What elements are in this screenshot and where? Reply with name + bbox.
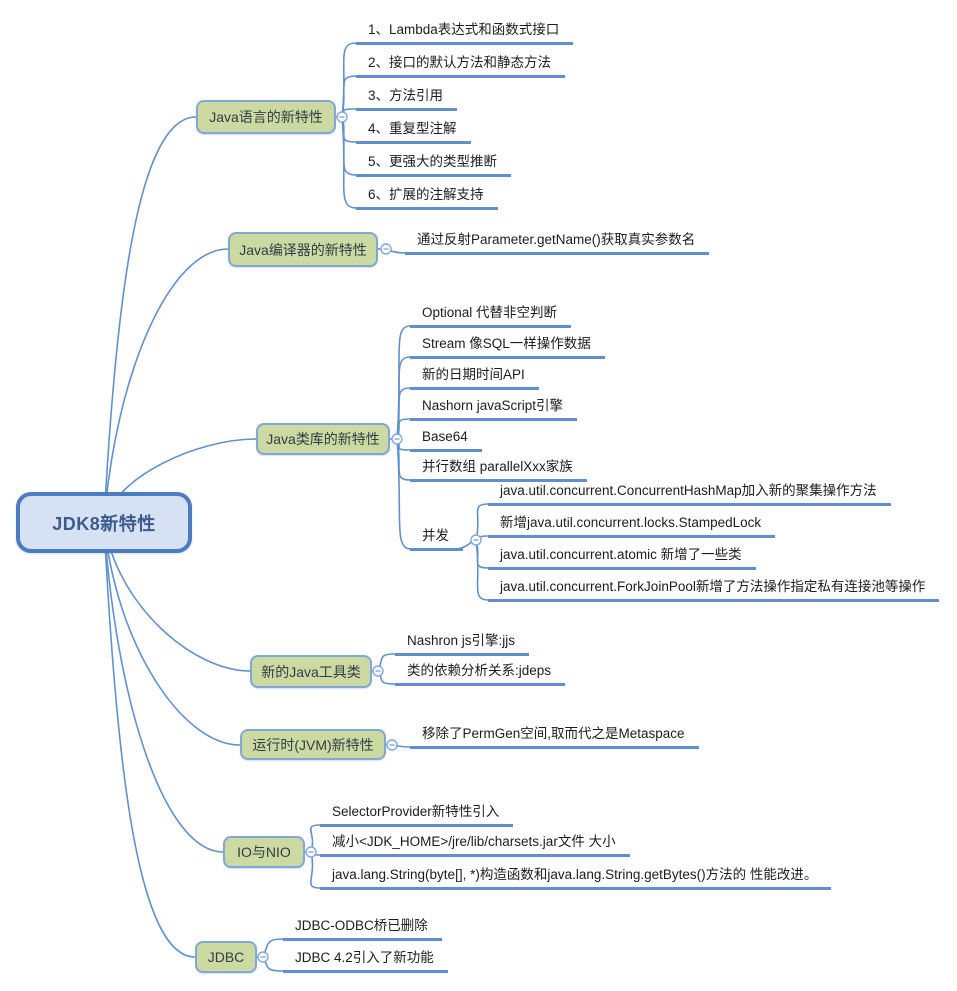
collapse-icon[interactable]	[470, 534, 482, 546]
leaf-topic[interactable]: 6、扩展的注解支持	[356, 186, 498, 210]
leaf-topic[interactable]: Optional 代替非空判断	[410, 304, 572, 328]
leaf-topic[interactable]: java.lang.String(byte[], *)构造函数和java.lan…	[320, 866, 832, 890]
collapse-icon[interactable]	[372, 665, 384, 677]
branch-java-compiler[interactable]: Java编译器的新特性	[228, 232, 378, 267]
collapse-icon[interactable]	[386, 739, 398, 751]
collapse-icon[interactable]	[380, 243, 392, 255]
branch-jvm-runtime[interactable]: 运行时(JVM)新特性	[240, 729, 386, 760]
root-topic[interactable]: JDK8新特性	[16, 492, 192, 553]
leaf-topic[interactable]: Nashron js引擎:jjs	[395, 632, 530, 656]
leaf-topic[interactable]: 减小<JDK_HOME>/jre/lib/charsets.jar文件 大小	[320, 833, 630, 857]
branch-java-tools[interactable]: 新的Java工具类	[250, 655, 372, 688]
leaf-topic[interactable]: Base64	[410, 428, 482, 452]
collapse-icon[interactable]	[305, 846, 317, 858]
collapse-icon[interactable]	[257, 951, 269, 963]
leaf-topic[interactable]: Stream 像SQL一样操作数据	[410, 335, 605, 359]
collapse-icon[interactable]	[391, 433, 403, 445]
leaf-topic[interactable]: 新的日期时间API	[410, 366, 539, 390]
leaf-topic[interactable]: 3、方法引用	[356, 87, 458, 111]
leaf-topic[interactable]: SelectorProvider新特性引入	[320, 803, 514, 827]
leaf-topic[interactable]: 5、更强大的类型推断	[356, 153, 512, 177]
leaf-topic[interactable]: java.util.concurrent.ForkJoinPool新增了方法操作…	[488, 578, 940, 602]
leaf-topic[interactable]: 并行数组 parallelXxx家族	[410, 458, 587, 482]
branch-java-language[interactable]: Java语言的新特性	[196, 100, 336, 134]
leaf-topic[interactable]: Nashorn javaScript引擎	[410, 397, 578, 421]
collapse-icons	[257, 111, 482, 963]
leaf-connectors	[262, 42, 489, 972]
leaf-topic[interactable]: 2、接口的默认方法和静态方法	[356, 54, 566, 78]
branch-jdbc[interactable]: JDBC	[195, 941, 257, 973]
subtopic-concurrency[interactable]: 并发	[410, 527, 463, 551]
leaf-topic[interactable]: 4、重复型注解	[356, 120, 471, 144]
branch-java-libs[interactable]: Java类库的新特性	[256, 423, 390, 455]
branch-io-nio[interactable]: IO与NIO	[223, 836, 305, 868]
leaf-topic[interactable]: java.util.concurrent.atomic 新增了一些类	[488, 546, 756, 570]
leaf-topic[interactable]: 1、Lambda表达式和函数式接口	[356, 21, 574, 45]
leaf-topic[interactable]: JDBC-ODBC桥已删除	[283, 917, 442, 941]
leaf-topic[interactable]: 移除了PermGen空间,取而代之是Metaspace	[410, 725, 699, 749]
leaf-topic[interactable]: 类的依赖分析关系:jdeps	[395, 662, 566, 686]
leaf-topic[interactable]: JDBC 4.2引入了新功能	[283, 949, 448, 973]
leaf-topic[interactable]: java.util.concurrent.ConcurrentHashMap加入…	[488, 482, 891, 506]
collapse-icon[interactable]	[336, 111, 348, 123]
leaf-topic[interactable]: 新增java.util.concurrent.locks.StampedLock	[488, 514, 776, 538]
leaf-topic[interactable]: 通过反射Parameter.getName()获取真实参数名	[405, 231, 710, 255]
